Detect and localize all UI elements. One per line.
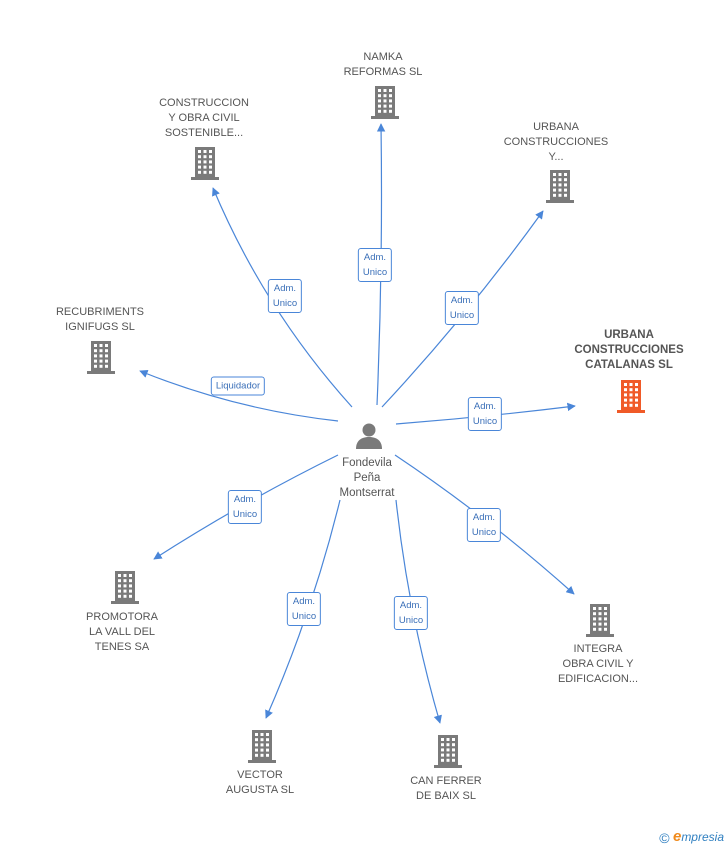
edge-role-text: Adm. (472, 512, 496, 523)
company-label-line: VECTOR (237, 769, 283, 781)
company-label-line: IGNIFUGS SL (65, 321, 135, 333)
edge-role-text: Unico (471, 527, 497, 538)
company-label-line: RECUBRIMENTS (55, 306, 145, 318)
edge-role-tag-namka[interactable]: Adm. Unico (357, 248, 393, 282)
edge-role-tag-recubriments[interactable]: Liquidador (210, 376, 266, 396)
company-label-line: DE BAIX SL (416, 790, 476, 802)
brand-logo-text: mpresia (681, 830, 724, 845)
company-label-namka[interactable]: NAMKA REFORMAS SL (344, 50, 423, 80)
edge-role-tag-can-ferrer[interactable]: Adm. Unico (393, 596, 429, 630)
edge-role-tag-construccion-obra[interactable]: Adm. Unico (267, 279, 303, 313)
edge-role-text: Adm. (233, 494, 257, 505)
company-label-line: NAMKA (363, 51, 403, 63)
company-label-line: SOSTENIBLE... (164, 127, 244, 139)
company-label-vector[interactable]: VECTOR AUGUSTA SL (226, 768, 294, 798)
edge-role-tag-integra[interactable]: Adm. Unico (466, 508, 502, 542)
copyright-symbol: © (659, 830, 670, 846)
company-label-line: LA VALL DEL (88, 626, 156, 638)
edge-role-tag-urbana-y[interactable]: Adm. Unico (444, 291, 480, 325)
edge-role-text: Unico (291, 611, 317, 622)
edge-role-text: Adm. (273, 283, 297, 294)
brand-logo-e: e (672, 828, 682, 846)
building-icon[interactable] (433, 734, 463, 768)
edge-role-text: Liquidador (215, 380, 261, 392)
edge-role-text: Adm. (450, 295, 474, 306)
company-label-construccion-obra[interactable]: CONSTRUCCION Y OBRA CIVIL SOSTENIBLE... (159, 96, 249, 141)
company-label-line: URBANA (533, 121, 579, 133)
edge-role-text: Unico (449, 310, 475, 321)
footer-brand: © empresia (659, 828, 724, 846)
company-label-line: PROMOTORA (86, 611, 158, 623)
building-icon[interactable] (370, 85, 400, 119)
company-label-promotora[interactable]: PROMOTORA LA VALL DEL TENES SA (86, 610, 158, 655)
company-label-line: CONSTRUCCION (159, 97, 249, 109)
company-label-line: CONSTRUCCIONES (574, 344, 684, 356)
person-icon[interactable] (354, 420, 384, 450)
company-label-line: INTEGRA (573, 643, 623, 655)
edge-role-tag-promotora[interactable]: Adm. Unico (227, 490, 263, 524)
company-label-line: AUGUSTA SL (225, 784, 295, 796)
company-label-line: CATALANAS SL (585, 359, 673, 371)
company-label-line: EDIFICACION... (557, 673, 639, 685)
building-icon[interactable] (190, 146, 220, 180)
building-icon[interactable] (247, 729, 277, 763)
company-label-line: CONSTRUCCIONES (503, 136, 609, 148)
edge-role-text: Adm. (473, 401, 497, 412)
company-label-urbana-y[interactable]: URBANA CONSTRUCCIONES Y... (504, 120, 609, 165)
edge-role-text: Adm. (399, 600, 423, 611)
company-label-line: Y OBRA CIVIL (168, 112, 240, 124)
person-name[interactable]: Fondevila Peña Montserrat (339, 457, 395, 499)
company-label-line: TENES SA (94, 641, 150, 653)
company-label-line: URBANA (604, 329, 654, 341)
edge-role-text: Adm. (363, 252, 387, 263)
company-label-line: Y... (548, 151, 564, 163)
building-icon[interactable] (616, 379, 646, 413)
company-label-line: OBRA CIVIL Y (562, 658, 634, 670)
building-icon[interactable] (86, 340, 116, 374)
edge-role-tag-urbana-catalanas[interactable]: Adm. Unico (467, 397, 503, 431)
edge-role-text: Unico (272, 298, 298, 309)
company-label-urbana-catalanas[interactable]: URBANA CONSTRUCCIONES CATALANAS SL (574, 328, 683, 373)
company-label-integra[interactable]: INTEGRA OBRA CIVIL Y EDIFICACION... (558, 642, 638, 687)
building-icon[interactable] (110, 570, 140, 604)
edge-role-text: Unico (232, 509, 258, 520)
edge-role-text: Unico (398, 615, 424, 626)
edge-line-recubriments (139, 369, 339, 422)
company-label-can-ferrer[interactable]: CAN FERRER DE BAIX SL (410, 774, 482, 804)
company-label-recubriments[interactable]: RECUBRIMENTS IGNIFUGS SL (56, 305, 144, 335)
edge-role-tag-vector[interactable]: Adm. Unico (286, 592, 322, 626)
edge-role-text: Unico (472, 416, 498, 427)
company-label-line: REFORMAS SL (343, 66, 423, 78)
edge-role-text: Unico (362, 267, 388, 278)
company-label-line: CAN FERRER (410, 775, 482, 787)
edge-role-text: Adm. (292, 596, 316, 607)
building-icon[interactable] (545, 169, 575, 203)
building-icon[interactable] (585, 603, 615, 637)
